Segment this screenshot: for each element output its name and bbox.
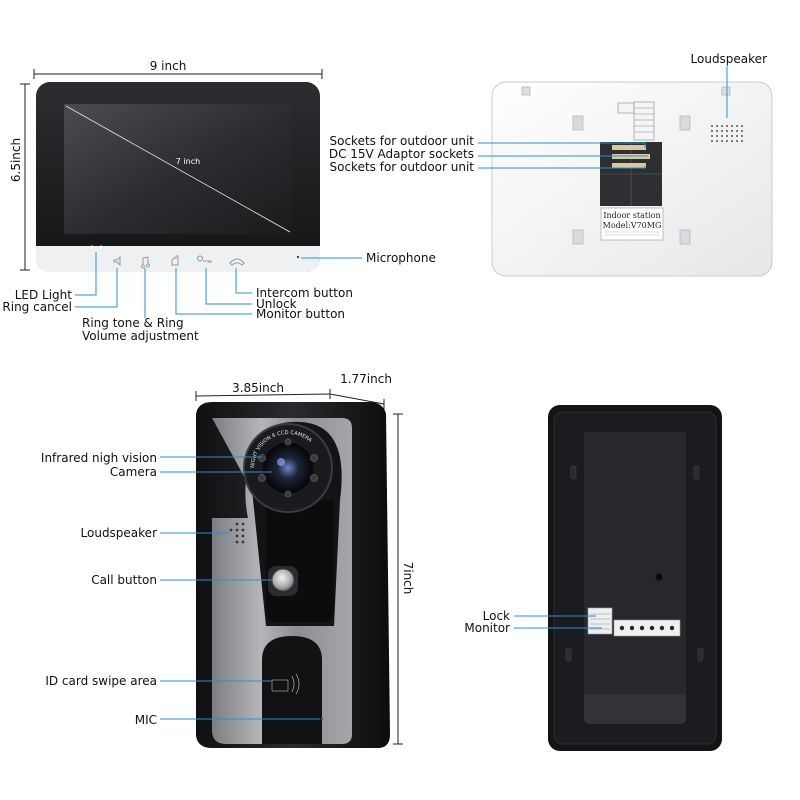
microphone-label: Microphone [366,251,436,265]
hand-icon[interactable] [171,255,179,266]
dc-adaptor-label: DC 15V Adaptor sockets [329,147,474,161]
diagonal-line [65,105,291,233]
phone-icon[interactable] [229,258,245,266]
loudspeaker-label: Loudspeaker [691,52,768,66]
doorbell-height-label: 7inch [401,562,415,595]
id-card-swipe-area[interactable] [262,636,322,744]
ring-cancel-label: Ring cancel [2,300,72,314]
doorbell-depth-label: 1.77inch [340,372,392,386]
width-label: 9 inch [150,59,187,73]
mic-label: MIC [135,713,157,727]
diagonal-label: 7 inch [176,157,200,166]
terminal-labels [587,607,613,635]
monitor-back: Indoor station Model:V70MG Loudspeaker S… [329,52,773,277]
outdoor-socket-1 [612,145,646,150]
sticker-title: Indoor station [603,211,660,220]
doorbell-speaker-holes [229,522,245,544]
camera-label: Camera [110,465,157,479]
led-light-label: LED Light [15,288,73,302]
unlock-label: Unlock [256,297,297,311]
doorbell-mic-hole [320,717,324,721]
outdoor-sockets-label-2: Sockets for outdoor unit [330,160,475,174]
doorbell-loudspeaker-label: Loudspeaker [81,526,158,540]
outdoor-socket-2 [612,163,646,168]
monitor-button-label: Monitor button [256,307,345,321]
ring-tone-label-2: Volume adjustment [82,329,199,343]
model-sticker [600,207,664,241]
screw-hole [655,573,663,581]
music-note-icon[interactable] [141,256,150,269]
key-icon[interactable] [197,255,212,263]
back-recess [584,432,686,694]
led-light [90,245,94,249]
ring-cancel-icon[interactable] [113,255,121,267]
camera-lens [262,442,314,494]
height-label: 6.5inch [9,138,23,182]
doorbell-width-label: 3.85inch [232,381,284,395]
lock-label: Lock [483,609,510,623]
ring-tone-label-1: Ring tone & Ring [82,316,184,330]
doorbell-back: Lock Monitor [464,405,722,751]
intercom-button-label: Intercom button [256,286,353,300]
call-button[interactable] [271,568,295,592]
doorbell-monitor-label: Monitor [464,621,510,635]
terminal-block [613,619,681,637]
outdoor-sockets-label-1: Sockets for outdoor unit [330,134,475,148]
rfid-icon [271,673,300,695]
doorbell-front: 3.85inch 1.77inch 7inch NIGHT VISION [41,372,415,748]
microphone-hole [296,255,300,259]
sticker-model: Model:V70MG [603,221,662,230]
id-card-label: ID card swipe area [45,674,157,688]
loudspeaker-grille [711,125,743,142]
monitor-front: 9 inch 6.5inch 7 inch Microphone LED Lig… [2,59,435,343]
call-button-label: Call button [91,573,157,587]
width-dimension-line [195,393,331,397]
infrared-label: Infrared nigh vision [41,451,157,465]
infrared-leds [258,438,318,498]
